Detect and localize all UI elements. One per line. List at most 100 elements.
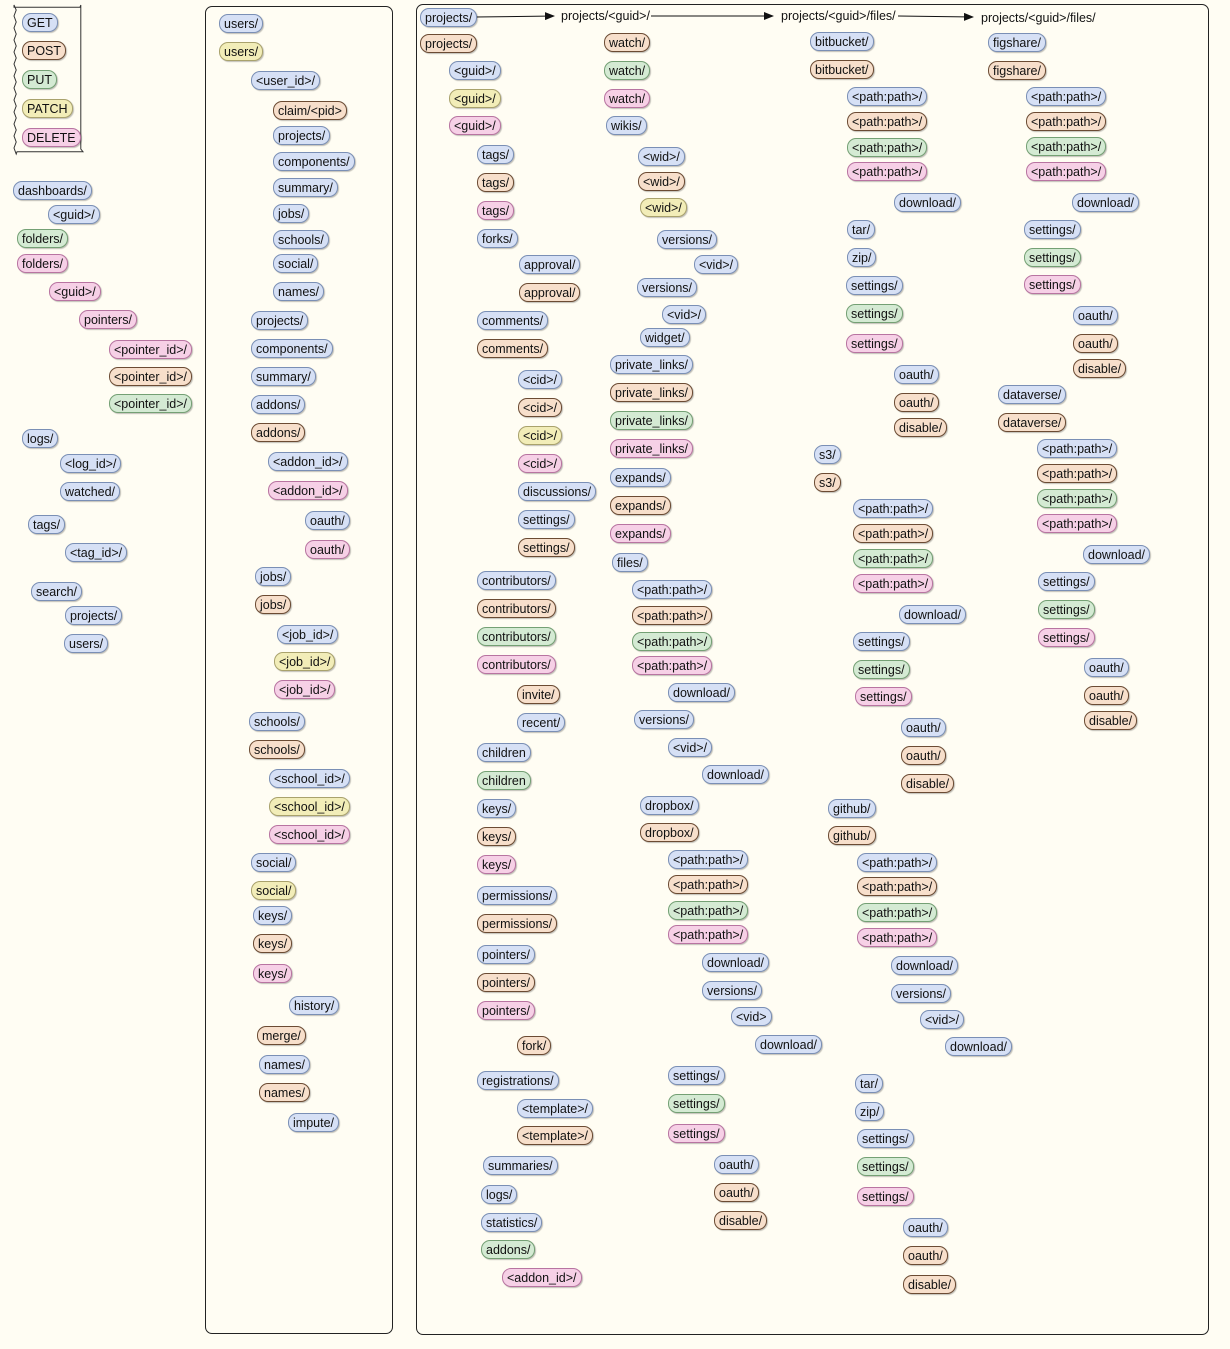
endpoint-wikis-get: wikis/ <box>606 116 647 135</box>
endpoint-template-get: <template>/ <box>517 1099 594 1118</box>
endpoint-permissions-post: permissions/ <box>477 914 558 933</box>
endpoint-oauth-post: oauth/ <box>894 393 939 412</box>
endpoint-invite-post: invite/ <box>517 685 560 704</box>
endpoint-oauth-get: oauth/ <box>901 718 946 737</box>
endpoint-user-id-get: <user_id>/ <box>251 71 321 90</box>
endpoint-dropbox-post: dropbox/ <box>640 823 699 842</box>
endpoint-settings-get: settings/ <box>518 510 575 529</box>
endpoint-tags-get: tags/ <box>28 515 66 534</box>
endpoint-dropbox-get: dropbox/ <box>640 796 699 815</box>
endpoint-path-path-get: <path:path>/ <box>847 87 928 106</box>
endpoint-private-links-post: private_links/ <box>610 383 693 402</box>
endpoint-merge-post: merge/ <box>257 1026 306 1045</box>
endpoint-job-id-delete: <job_id>/ <box>274 680 336 699</box>
endpoint-widget-get: widget/ <box>640 328 690 347</box>
endpoint-download-get: download/ <box>899 605 966 624</box>
endpoint-github-post: github/ <box>828 826 876 845</box>
endpoint-watch-delete: watch/ <box>604 89 651 108</box>
endpoint-jobs-get: jobs/ <box>273 204 310 223</box>
endpoint-tags-get: tags/ <box>477 145 515 164</box>
endpoint-oauth-get: oauth/ <box>1084 658 1129 677</box>
endpoint-keys-delete: keys/ <box>253 964 293 983</box>
endpoint-guid-patch: <guid>/ <box>449 89 501 108</box>
endpoint-bitbucket-get: bitbucket/ <box>810 32 874 51</box>
header-guid-files-2: projects/<guid>/files/ <box>981 11 1096 25</box>
endpoint-summaries-get: summaries/ <box>483 1156 558 1175</box>
endpoint-jobs-get: jobs/ <box>255 567 292 586</box>
endpoint-disable-post: disable/ <box>894 418 948 437</box>
endpoint-keys-delete: keys/ <box>477 855 517 874</box>
endpoint-guid-delete: <guid>/ <box>49 282 101 301</box>
endpoint-users-get: users/ <box>64 634 109 653</box>
endpoint-social-get: social/ <box>273 254 319 273</box>
endpoint-oauth-post: oauth/ <box>714 1183 759 1202</box>
endpoint-settings-put: settings/ <box>846 304 903 323</box>
endpoint-settings-get: settings/ <box>857 1129 914 1148</box>
endpoint-path-path-post: <path:path>/ <box>853 524 934 543</box>
endpoint-jobs-post: jobs/ <box>255 595 292 614</box>
endpoint-comments-post: comments/ <box>477 339 549 358</box>
endpoint-settings-post: settings/ <box>518 538 575 557</box>
endpoint-versions-get: versions/ <box>634 710 695 729</box>
endpoint-oauth-get: oauth/ <box>1073 306 1118 325</box>
endpoint-oauth-get: oauth/ <box>305 511 350 530</box>
endpoint-wid-get: <wid>/ <box>638 147 685 166</box>
endpoint-path-path-post: <path:path>/ <box>632 606 713 625</box>
endpoint-path-path-post: <path:path>/ <box>847 112 928 131</box>
endpoint-pointer-id-post: <pointer_id>/ <box>109 367 192 386</box>
endpoint-versions-get: versions/ <box>891 984 952 1003</box>
endpoint-settings-put: settings/ <box>857 1157 914 1176</box>
endpoint-path-path-get: <path:path>/ <box>857 853 938 872</box>
endpoint-comments-get: comments/ <box>477 311 549 330</box>
endpoint-path-path-post: <path:path>/ <box>1026 112 1107 131</box>
endpoint-pointer-id-put: <pointer_id>/ <box>109 394 192 413</box>
endpoint-projects-get: projects/ <box>273 126 331 145</box>
endpoint-fork-post: fork/ <box>517 1036 552 1055</box>
arrow-3 <box>897 12 974 21</box>
endpoint-school-id-delete: <school_id>/ <box>269 825 350 844</box>
endpoint-pointers-delete: pointers/ <box>79 310 137 329</box>
endpoint-names-get: names/ <box>273 282 324 301</box>
endpoint-path-path-get: <path:path>/ <box>668 850 749 869</box>
endpoint-wid-patch: <wid>/ <box>640 198 687 217</box>
endpoint-s3-post: s3/ <box>814 473 841 492</box>
endpoint-path-path-delete: <path:path>/ <box>632 656 713 675</box>
endpoint-schools-get: schools/ <box>249 712 305 731</box>
legend-delete: DELETE <box>22 128 81 147</box>
endpoint-logs-get: logs/ <box>22 429 59 448</box>
endpoint-keys-get: keys/ <box>477 799 517 818</box>
endpoint-approval-post: approval/ <box>519 283 581 302</box>
endpoint-versions-get: versions/ <box>702 981 763 1000</box>
endpoint-download-get: download/ <box>755 1035 822 1054</box>
endpoint-school-id-get: <school_id>/ <box>269 769 350 788</box>
endpoint-zip-get: zip/ <box>855 1102 885 1121</box>
endpoint-path-path-post: <path:path>/ <box>857 877 938 896</box>
endpoint-cid-post: <cid>/ <box>518 398 563 417</box>
endpoint-children-get: children <box>477 743 531 762</box>
endpoint-summary-get: summary/ <box>251 367 316 386</box>
endpoint-disable-post: disable/ <box>903 1275 957 1294</box>
endpoint-folders-put: folders/ <box>17 229 68 248</box>
endpoint-download-get: download/ <box>668 683 735 702</box>
endpoint-settings-get: settings/ <box>1024 220 1081 239</box>
endpoint-oauth-post: oauth/ <box>1084 686 1129 705</box>
endpoint-path-path-delete: <path:path>/ <box>857 928 938 947</box>
endpoint-pointers-post: pointers/ <box>477 973 535 992</box>
endpoint-keys-post: keys/ <box>253 934 293 953</box>
endpoint-settings-put: settings/ <box>853 660 910 679</box>
header-guid-files: projects/<guid>/files/ <box>781 9 896 23</box>
endpoint-path-path-get: <path:path>/ <box>1026 87 1107 106</box>
endpoint-permissions-get: permissions/ <box>477 886 558 905</box>
endpoint-registrations-get: registrations/ <box>477 1071 559 1090</box>
endpoint-dataverse-post: dataverse/ <box>998 413 1067 432</box>
endpoint-children-put: children <box>477 771 531 790</box>
endpoint-github-get: github/ <box>828 799 876 818</box>
endpoint-statistics-get: statistics/ <box>481 1213 543 1232</box>
endpoint-contributors-post: contributors/ <box>477 599 556 618</box>
endpoint-download-get: download/ <box>1083 545 1150 564</box>
endpoint-private-links-get: private_links/ <box>610 355 693 374</box>
endpoint-expands-delete: expands/ <box>610 524 671 543</box>
endpoint-vid-get: <vid>/ <box>662 305 707 324</box>
endpoint-private-links-delete: private_links/ <box>610 439 693 458</box>
endpoint-folders-delete: folders/ <box>17 254 68 273</box>
